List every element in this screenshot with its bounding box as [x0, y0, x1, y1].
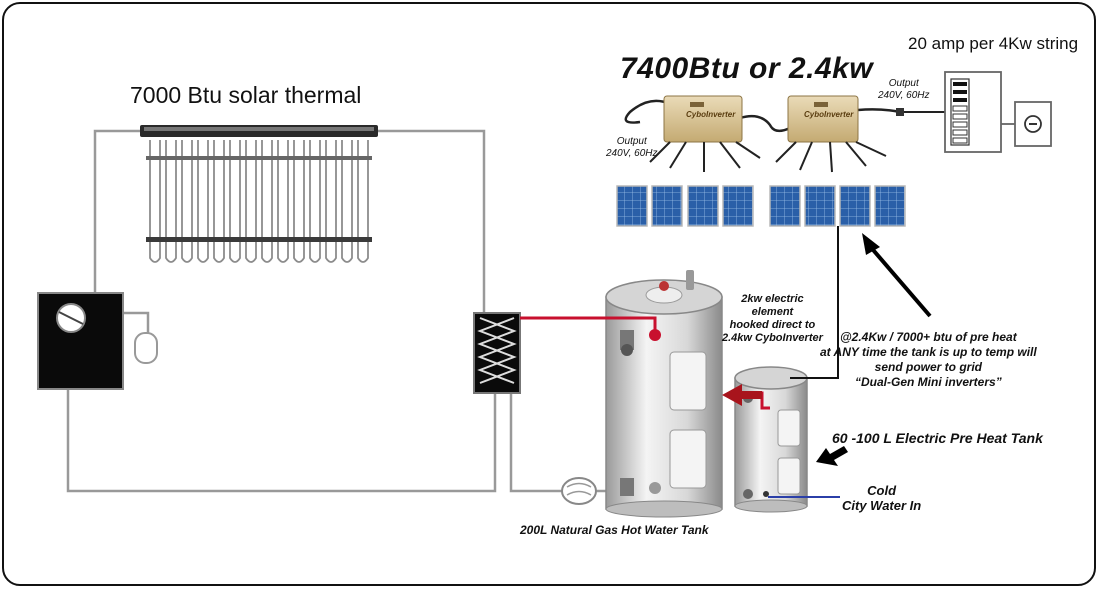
amp-per-string-label: 20 amp per 4Kw string: [908, 34, 1079, 53]
inverter-brand-right: CyboInverter: [804, 110, 854, 119]
sensor-icon: [134, 332, 158, 364]
preheat-note: @2.4Kw / 7000+ btu of pre heat at ANY ti…: [820, 330, 1037, 389]
arrow-icon: [722, 384, 762, 406]
inverter-brand-left: CyboInverter: [686, 110, 736, 119]
collector-loop-pipes: [66, 129, 610, 493]
pv-panels: [616, 185, 906, 227]
small-tank-label: 60 -100 L Electric Pre Heat Tank: [832, 430, 1043, 446]
electric-preheat-tank: [734, 366, 808, 513]
pump-icon: [561, 477, 597, 505]
element-note: 2kw electric element hooked direct to 2.…: [722, 293, 823, 344]
breaker-panel-icon: [944, 71, 1015, 153]
big-tank-label: 200L Natural Gas Hot Water Tank: [520, 523, 709, 537]
microinverters: [624, 95, 945, 173]
output-label-left: Output 240V, 60Hz: [606, 136, 658, 159]
dc-wire: [790, 226, 839, 379]
controller-icon: [37, 292, 124, 390]
heat-exchanger-icon: [473, 312, 521, 394]
solar-thermal-collector: [140, 125, 378, 263]
cold-water-label: Cold City Water In: [842, 483, 922, 513]
gas-hot-water-tank: [605, 270, 723, 518]
pv-output-title: 7400Btu or 2.4kw: [620, 52, 874, 85]
arrow-icon: [816, 233, 932, 466]
solar-thermal-title: 7000 Btu solar thermal: [130, 82, 362, 108]
output-label-right: Output 240V, 60Hz: [878, 78, 930, 101]
outlet-icon: [1014, 101, 1052, 147]
